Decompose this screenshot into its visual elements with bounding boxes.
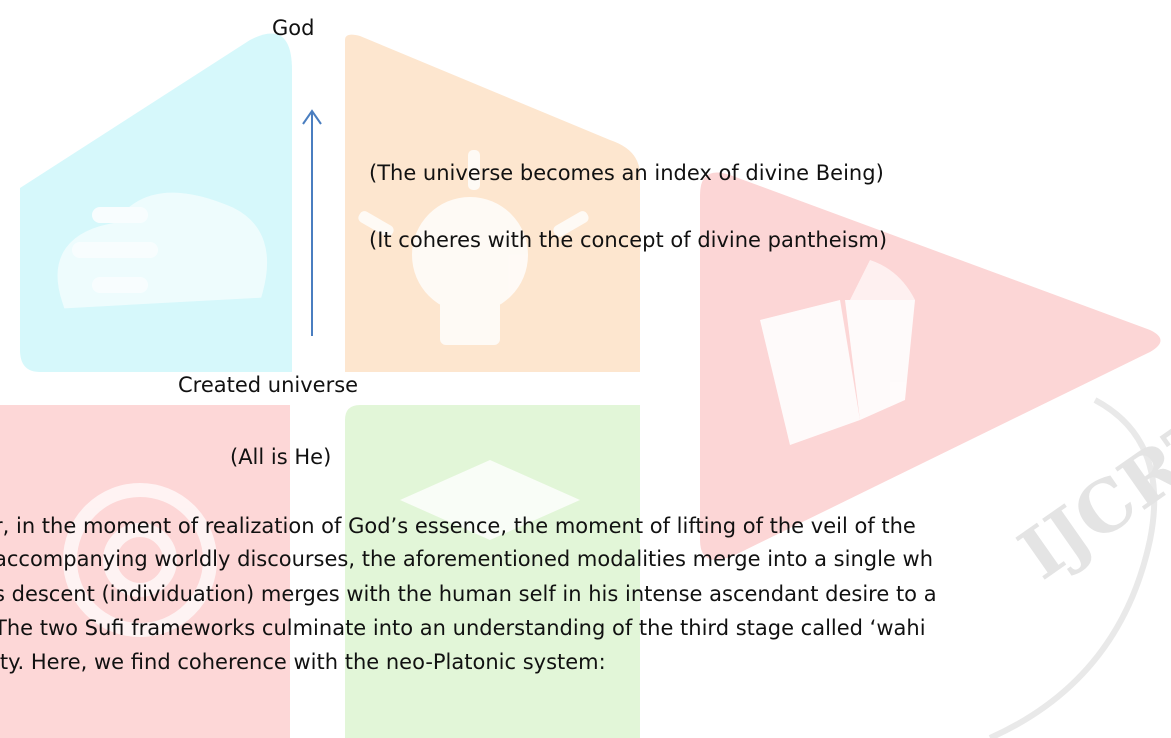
lightbulb-icon bbox=[358, 150, 589, 345]
diagram-top-label: God bbox=[272, 16, 315, 40]
paragraph-line: accompanying worldly discourses, the afo… bbox=[0, 547, 934, 571]
graduation-cap-icon bbox=[400, 460, 580, 540]
book-tile-icon bbox=[700, 172, 1161, 560]
up-arrow-icon bbox=[302, 109, 322, 336]
paragraph-line: ity. Here, we find coherence with the ne… bbox=[0, 650, 606, 674]
cloud-circuit-icon bbox=[57, 192, 268, 309]
graduation-tile-icon bbox=[345, 405, 640, 738]
diagram-bottom-label: Created universe bbox=[178, 373, 359, 397]
diagram-right-label-1: (The universe becomes an index of divine… bbox=[369, 161, 884, 185]
paragraph-line: s descent (individuation) merges with th… bbox=[0, 582, 937, 606]
paragraph-line: The two Sufi frameworks culminate into a… bbox=[0, 616, 926, 640]
watermark-arc bbox=[988, 397, 1158, 738]
gear-tile-icon bbox=[0, 405, 290, 738]
book-icon bbox=[760, 260, 915, 445]
diagram-right-label-2: (It coheres with the concept of divine p… bbox=[369, 228, 888, 252]
paragraph-line: r, in the moment of realization of God’s… bbox=[0, 514, 916, 538]
diagram-bottom-sublabel: (All is He) bbox=[230, 445, 332, 469]
gear-icon bbox=[63, 483, 217, 637]
